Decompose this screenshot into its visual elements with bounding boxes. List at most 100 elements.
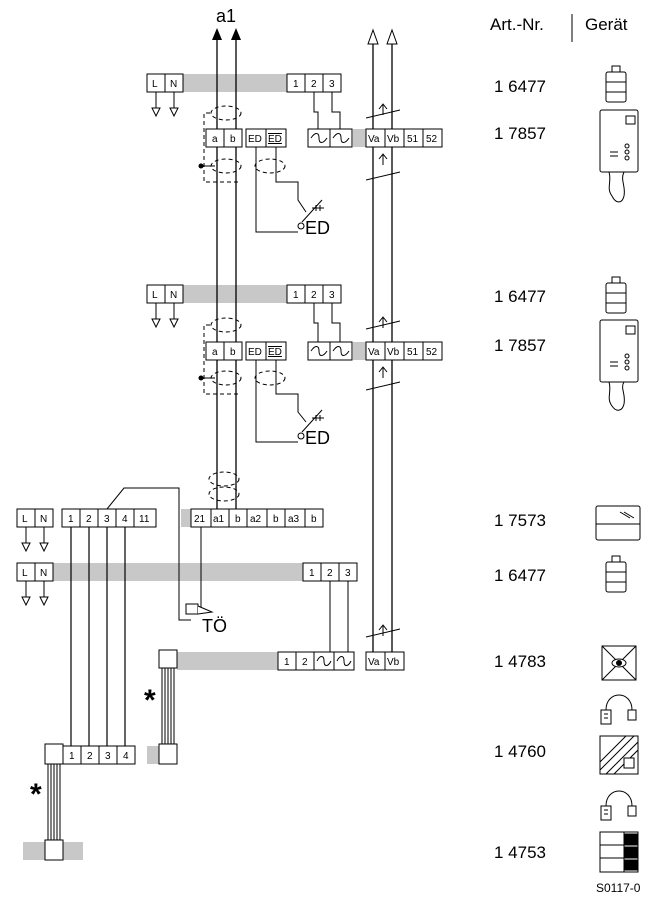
to-label: TÖ — [202, 616, 227, 636]
header-geraet: Gerät — [585, 15, 628, 34]
door-controller: L N 1 2 3 4 11 21 a1 b a2 b a3 b — [16, 471, 324, 612]
terminal-label: 2 — [311, 290, 317, 301]
cable-icon — [600, 790, 637, 821]
terminal-label: L — [152, 290, 158, 301]
terminal-label: 1 — [68, 514, 74, 525]
monitor-1: a b ED ED Va Vb 51 52 ED — [198, 105, 443, 238]
terminal-label: 1 — [284, 657, 290, 668]
terminal-label: 1 — [293, 79, 299, 90]
article-number: 1 4783 — [494, 652, 546, 671]
ed-label: ED — [305, 218, 330, 238]
article-number: 1 4760 — [494, 742, 546, 761]
terminal-label: 21 — [194, 514, 206, 525]
keypad-module: 1 2 3 4 — [44, 743, 178, 765]
terminal-label: ED — [268, 134, 282, 145]
video-arrows — [367, 28, 398, 45]
asterisk-label: * — [144, 684, 156, 717]
power-supply-icon — [605, 276, 627, 314]
power-supply-icon — [605, 555, 627, 593]
bus-bars — [23, 74, 369, 860]
terminal-label: 3 — [329, 79, 335, 90]
terminal-label: a3 — [288, 514, 300, 525]
terminal-label: 3 — [329, 290, 335, 301]
terminal-label: 2 — [311, 79, 317, 90]
terminal-label: L — [22, 568, 28, 579]
terminal-label: a — [212, 347, 218, 358]
camera-module-icon — [601, 645, 637, 681]
camera-module: 1 2 Va Vb — [158, 649, 405, 671]
monitor-2: a b ED ED Va Vb 51 52 ED — [198, 317, 443, 448]
article-number: 1 7857 — [494, 124, 546, 143]
terminal-label: 51 — [407, 134, 419, 145]
ribbon-cable — [161, 668, 175, 746]
terminal-label: b — [235, 514, 241, 525]
terminal-label: b — [311, 514, 317, 525]
terminal-label: 3 — [105, 751, 111, 762]
terminal-label: 4 — [123, 751, 129, 762]
article-number: 1 4753 — [494, 843, 546, 862]
terminal-label: 3 — [104, 514, 110, 525]
terminal-label: ED — [248, 347, 262, 358]
terminal-label: 11 — [139, 514, 150, 525]
terminal-label: ED — [268, 347, 282, 358]
door-controller-icon — [595, 505, 641, 541]
terminal-label: 2 — [327, 568, 333, 579]
terminal-label: 51 — [407, 347, 419, 358]
terminal-label: L — [152, 79, 158, 90]
terminal-label: 1 — [309, 568, 315, 579]
terminal-label: 2 — [302, 657, 308, 668]
device-icons — [595, 65, 641, 873]
power-supply-1: L N 1 2 3 — [146, 73, 342, 129]
frame-connector — [44, 839, 64, 861]
article-numbers: 1 6477 1 7857 1 6477 1 7857 1 7573 1 647… — [494, 77, 546, 862]
a1-arrows — [212, 28, 241, 40]
terminal-label: Vb — [387, 134, 400, 145]
terminal-label: N — [170, 290, 177, 301]
drawing-code: S0117-0 — [596, 881, 641, 895]
power-supply-2: L N 1 2 3 — [146, 284, 342, 342]
power-supply-3: L N 1 2 3 — [16, 562, 358, 652]
terminal-label: 52 — [426, 347, 438, 358]
terminal-label: a — [212, 134, 218, 145]
terminal-label: N — [40, 514, 47, 525]
article-number: 1 6477 — [494, 287, 546, 306]
terminal-label: 1 — [69, 751, 75, 762]
ed-label: ED — [305, 428, 330, 448]
terminal-label: ED — [248, 134, 262, 145]
terminal-label: L — [22, 514, 28, 525]
keypad-wires — [70, 527, 126, 746]
terminal-label: a2 — [250, 514, 262, 525]
terminal-label: 52 — [426, 134, 438, 145]
terminal-label: N — [40, 568, 47, 579]
monitor-icon — [599, 109, 639, 203]
article-number: 1 6477 — [494, 566, 546, 585]
ac-symbol — [310, 346, 350, 356]
power-supply-icon — [605, 65, 627, 103]
header-art-nr: Art.-Nr. — [490, 15, 544, 34]
ribbon-cable — [47, 764, 61, 842]
terminal-label: 3 — [345, 568, 351, 579]
article-number: 1 7573 — [494, 511, 546, 530]
door-opener: TÖ — [178, 603, 227, 636]
ac-symbol — [310, 133, 350, 143]
signal-arrows — [378, 103, 388, 636]
terminal-label: 4 — [122, 514, 128, 525]
terminal-label: b — [273, 514, 279, 525]
terminal-label: Va — [368, 657, 380, 668]
article-number: 1 6477 — [494, 77, 546, 96]
terminal-label: Vb — [387, 347, 400, 358]
terminal-label: 2 — [87, 751, 93, 762]
cable-icon — [600, 694, 637, 725]
a1-label: a1 — [216, 6, 236, 26]
monitor-icon — [599, 319, 639, 411]
terminal-label: Vb — [387, 657, 400, 668]
frame-icon — [599, 831, 639, 873]
terminal-label: b — [230, 134, 236, 145]
terminal-label: a1 — [213, 514, 225, 525]
terminal-label: 1 — [293, 290, 299, 301]
terminal-label: 2 — [86, 514, 92, 525]
terminal-label: N — [170, 79, 177, 90]
terminal-label: b — [230, 347, 236, 358]
terminal-label: Va — [368, 347, 380, 358]
